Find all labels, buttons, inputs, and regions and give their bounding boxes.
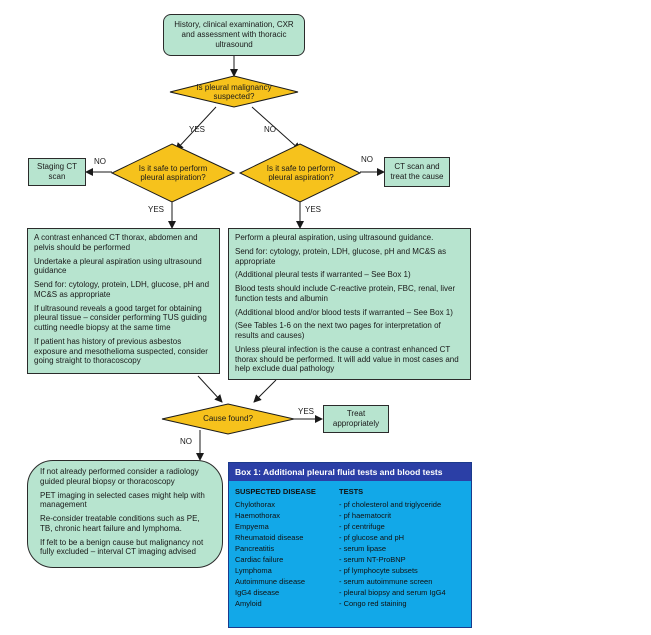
- diamond-safe-right: [238, 143, 362, 203]
- right-item: (Additional blood and/or blood tests if …: [235, 307, 453, 317]
- test-cell: - pf centrifuge: [339, 522, 385, 531]
- test-cell: - serum NT-ProBNP: [339, 555, 406, 564]
- disease-cell: Rheumatoid disease: [235, 533, 304, 542]
- table-row: Empyema - pf centrifuge: [229, 521, 471, 532]
- table-row: Lymphoma - pf lymphocyte subsets: [229, 565, 471, 576]
- diamond-safe-left: [110, 143, 236, 203]
- table-row: Autoimmune disease - serum autoimmune sc…: [229, 576, 471, 587]
- disease-cell: Pancreatitis: [235, 544, 275, 553]
- next-step-item: If felt to be a benign cause but maligna…: [40, 537, 204, 557]
- left-item: Send for: cytology, protein, LDH, glucos…: [34, 280, 210, 299]
- disease-cell: Chylothorax: [235, 500, 276, 509]
- right-item: Unless pleural infection is the cause a …: [235, 344, 459, 374]
- treat-text: Treat appropriately: [332, 409, 380, 428]
- start-box: History, clinical examination, CXR and a…: [163, 14, 305, 56]
- right-item: Send for: cytology, protein, LDH, glucos…: [235, 246, 447, 266]
- diamond-cause: [161, 403, 295, 435]
- next-step-item: If not already performed consider a radi…: [40, 467, 199, 486]
- left-pathway-box: A contrast enhanced CT thorax, abdomen a…: [27, 228, 220, 374]
- arrow-rightbox-to-cause: [253, 379, 277, 403]
- table-row: Haemothorax - pf haematocrit: [229, 510, 471, 521]
- table-row: Pancreatitis - serum lipase: [229, 543, 471, 554]
- diamond-malignancy: [169, 75, 299, 108]
- test-cell: - Congo red staining: [339, 599, 407, 608]
- label-no-right: NO: [361, 155, 373, 164]
- table-row: IgG4 disease - pleural biopsy and serum …: [229, 587, 471, 598]
- label-no-malignancy: NO: [264, 125, 276, 134]
- label-no-cause: NO: [180, 437, 192, 446]
- table-row: Rheumatoid disease - pf glucose and pH: [229, 532, 471, 543]
- test-cell: - serum autoimmune screen: [339, 577, 433, 586]
- left-item: A contrast enhanced CT thorax, abdomen a…: [34, 233, 198, 252]
- disease-cell: Autoimmune disease: [235, 577, 306, 586]
- label-yes-cause: YES: [298, 407, 315, 416]
- staging-ct-box: Staging CT scan: [28, 158, 86, 186]
- right-pathway-box: Perform a pleural aspiration, using ultr…: [228, 228, 471, 380]
- disease-cell: Lymphoma: [235, 566, 272, 575]
- left-item: If patient has history of previous asbes…: [34, 336, 208, 366]
- ct-treat-box: CT scan and treat the cause: [384, 157, 450, 187]
- arrow-leftbox-to-cause: [197, 375, 223, 403]
- box1-header: SUSPECTED DISEASE TESTS: [229, 481, 471, 499]
- right-item: Perform a pleural aspiration, using ultr…: [235, 233, 434, 242]
- start-text: History, clinical examination, CXR and a…: [174, 20, 294, 49]
- treat-box: Treat appropriately: [323, 405, 389, 433]
- label-yes-malignancy: YES: [189, 125, 206, 134]
- left-item: If ultrasound reveals a good target for …: [34, 303, 207, 333]
- disease-cell: Empyema: [235, 522, 269, 531]
- box1-additional-tests: Box 1: Additional pleural fluid tests an…: [228, 462, 472, 628]
- right-item: Blood tests should include C-reactive pr…: [235, 284, 456, 303]
- disease-cell: Amyloid: [235, 599, 262, 608]
- box1-header-disease: SUSPECTED DISEASE: [235, 487, 316, 496]
- box1-header-tests: TESTS: [339, 487, 364, 496]
- label-yes-left: YES: [148, 205, 165, 214]
- label-no-left: NO: [94, 157, 106, 166]
- safe-right-question: Is it safe to perform pleural aspiration…: [266, 163, 336, 182]
- safe-left-question: Is it safe to perform pleural aspiration…: [138, 163, 208, 182]
- malignancy-question: Is pleural malignancy suspected?: [196, 82, 272, 101]
- disease-cell: Cardiac failure: [235, 555, 284, 564]
- next-step-item: PET imaging in selected cases might help…: [40, 490, 205, 510]
- label-yes-right: YES: [305, 205, 322, 214]
- table-row: Chylothorax - pf cholesterol and triglyc…: [229, 499, 471, 510]
- arrow-malignancy-no: [251, 106, 301, 151]
- test-cell: - pf haematocrit: [339, 511, 392, 520]
- right-item: (See Tables 1-6 on the next two pages fo…: [235, 321, 441, 340]
- staging-ct-text: Staging CT scan: [36, 162, 78, 181]
- test-cell: - pf lymphocyte subsets: [339, 566, 418, 575]
- right-item: (Additional pleural tests if warranted –…: [235, 270, 411, 280]
- test-cell: - pf glucose and pH: [339, 533, 405, 542]
- next-steps-box: If not already performed consider a radi…: [27, 460, 223, 568]
- box1-title: Box 1: Additional pleural fluid tests an…: [229, 463, 471, 481]
- table-row: Amyloid - Congo red staining: [229, 598, 471, 609]
- left-item: Undertake a pleural aspiration using ult…: [34, 256, 202, 276]
- next-step-item: Re-consider treatable conditions such as…: [40, 514, 200, 533]
- disease-cell: Haemothorax: [235, 511, 281, 520]
- cause-question: Cause found?: [203, 414, 253, 424]
- test-cell: - pleural biopsy and serum IgG4: [339, 588, 446, 597]
- arrow-malignancy-yes: [175, 106, 217, 151]
- test-cell: - pf cholesterol and triglyceride: [339, 500, 442, 509]
- disease-cell: IgG4 disease: [235, 588, 280, 597]
- table-row: Cardiac failure - serum NT-ProBNP: [229, 554, 471, 565]
- ct-treat-text: CT scan and treat the cause: [390, 162, 444, 181]
- test-cell: - serum lipase: [339, 544, 387, 553]
